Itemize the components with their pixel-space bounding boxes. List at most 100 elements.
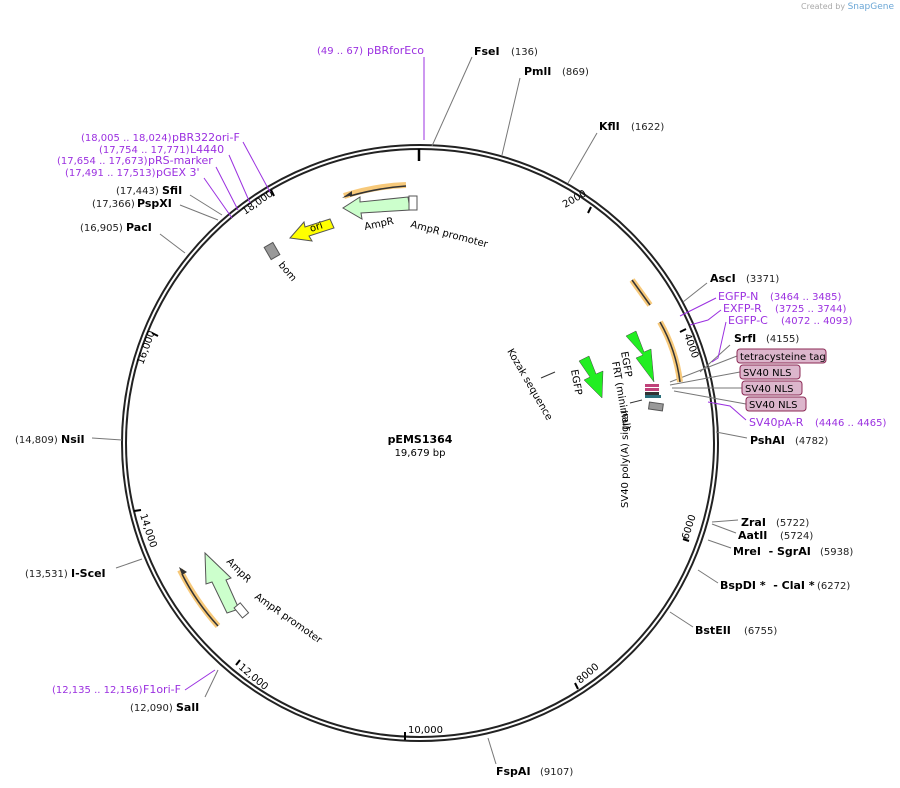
label-text: (1622) xyxy=(631,122,664,133)
kozak-leader xyxy=(540,371,556,379)
enzyme-bspdi-clai[interactable]: BspDI * - ClaI *(6272) xyxy=(720,579,850,592)
label-text: (4782) xyxy=(795,436,828,447)
tick-label-2000: 2000 xyxy=(561,188,589,210)
label-text: (18,005 .. 18,024) xyxy=(81,133,172,144)
enzyme-asci[interactable]: AscI (3371) xyxy=(710,272,779,285)
label-text: PacI xyxy=(126,221,152,234)
primer-sv40pa-r[interactable]: SV40pA-R(4446 .. 4465) xyxy=(749,416,887,429)
label-text: ZraI xyxy=(741,516,766,529)
feature-ampr-bottom[interactable] xyxy=(204,551,240,614)
label-text: (17,443) xyxy=(116,186,159,197)
enzyme-fspai[interactable]: FspAI(9107) xyxy=(496,765,573,778)
primer-prs-marker[interactable]: (17,654 .. 17,673)pRS-marker xyxy=(57,154,213,167)
enzyme-pspxi[interactable]: (17,366)PspXI xyxy=(92,197,172,210)
tick-label-10000: 10,000 xyxy=(408,725,443,736)
plasmid-name: pEMS1364 xyxy=(388,433,453,446)
label-text: (5722) xyxy=(776,518,809,529)
label-text: PspXI xyxy=(137,197,172,210)
label-text: (3464 .. 3485) xyxy=(770,292,842,303)
label-text: pRS-marker xyxy=(148,154,213,167)
primer-leader-lines xyxy=(184,57,747,691)
label-text: PmlI xyxy=(524,65,551,78)
feature-ampr-promoter-top[interactable] xyxy=(408,195,418,211)
label-text: (5938) xyxy=(820,547,853,558)
enzyme-pshai[interactable]: PshAI(4782) xyxy=(750,434,828,447)
enzyme-pmli[interactable]: PmlI (869) xyxy=(524,65,589,78)
feature-egfp-arrow-2[interactable] xyxy=(625,330,655,383)
backbone-outer xyxy=(121,144,719,742)
label-text: pBR322ori-F xyxy=(172,131,240,144)
label-ampr-bottom: AmpR xyxy=(224,556,253,585)
enzyme-nsii[interactable]: (14,809)NsiI xyxy=(15,433,85,446)
label-text: SalI xyxy=(176,701,199,714)
label-text: BspDI * - ClaI * xyxy=(720,579,815,592)
label-text: (136) xyxy=(511,47,538,58)
feature-sv40-nls-2[interactable]: SV40 NLS xyxy=(741,380,803,396)
label-text: AatII xyxy=(738,529,767,542)
feature-tetracysteine-tag[interactable]: tetracysteine tag xyxy=(736,348,827,364)
enzyme-zrai[interactable]: ZraI (5722) xyxy=(741,516,809,529)
enzyme-sfii[interactable]: (17,443)SfiI xyxy=(116,184,182,197)
label-sv40-polya: SV40 poly(A) signal xyxy=(620,410,631,508)
label-text: AscI xyxy=(710,272,736,285)
label-text: (16,905) xyxy=(80,223,123,234)
primer-exfp-r[interactable]: EXFP-R (3725 .. 3744) xyxy=(723,302,847,315)
enzyme-mrei-sgrai[interactable]: MreI - SgrAI(5938) xyxy=(733,545,853,558)
label-text: EGFP-C xyxy=(728,314,768,327)
primer-pbr322ori-f[interactable]: (18,005 .. 18,024)pBR322ori-F xyxy=(81,131,240,144)
primer-egfp-n[interactable]: EGFP-N(3464 .. 3485) xyxy=(718,290,842,303)
primer-l4440[interactable]: (17,754 .. 17,771)L4440 xyxy=(99,143,224,156)
label-text: SfiI xyxy=(162,184,182,197)
snapgene-credit: Created by SnapGene xyxy=(801,2,894,12)
feature-sv40-nls-1[interactable]: SV40 NLS xyxy=(739,364,801,380)
label-text: (3725 .. 3744) xyxy=(775,304,847,315)
label-text: FspAI xyxy=(496,765,531,778)
label-text: (12,090) xyxy=(130,703,173,714)
label-text: NsiI xyxy=(61,433,85,446)
label-text: (5724) xyxy=(780,531,813,542)
primer-bind-line-top xyxy=(349,185,407,197)
feature-ampr-promoter-bottom[interactable] xyxy=(233,602,250,619)
feature-ampr-top[interactable] xyxy=(342,196,411,220)
enzyme-paci[interactable]: (16,905)PacI xyxy=(80,221,152,234)
primer-pgex-3[interactable]: (17,491 .. 17,513)pGEX 3' xyxy=(65,166,200,179)
primer-f1ori-f[interactable]: (12,135 .. 12,156)F1ori-F xyxy=(52,683,181,696)
feature-ori[interactable] xyxy=(289,218,335,242)
label-ampr-top: AmpR xyxy=(363,216,395,233)
feature-frt-minimal[interactable] xyxy=(645,384,661,398)
enzyme-sali[interactable]: (12,090)SalI xyxy=(130,701,199,714)
label-text: SV40pA-R xyxy=(749,416,804,429)
label-text: (49 .. 67) xyxy=(317,46,363,57)
credit-prefix: Created by xyxy=(801,2,846,11)
label-text: FseI xyxy=(474,45,500,58)
primer-egfp-c[interactable]: EGFP-C(4072 .. 4093) xyxy=(728,314,853,327)
label-egfp-1: EGFP xyxy=(568,369,583,396)
label-text: KflI xyxy=(599,120,620,133)
enzyme-i-scei[interactable]: (13,531)I-SceI xyxy=(25,567,106,580)
label-text: I-SceI xyxy=(71,567,106,580)
label-text: (869) xyxy=(562,67,589,78)
label-text: (3371) xyxy=(746,274,779,285)
primer-pbrforeco[interactable]: (49 .. 67)pBRforEco xyxy=(317,44,424,57)
feature-egfp-arrow-1[interactable] xyxy=(578,355,604,399)
label-text: EXFP-R xyxy=(723,302,762,315)
tick-marks xyxy=(133,189,690,740)
label-egfp-2: EGFP xyxy=(618,351,633,378)
feature-sv40-polya[interactable] xyxy=(647,401,664,412)
label-text: BstEII xyxy=(695,624,731,637)
frt-leader xyxy=(629,399,643,404)
snapgene-logo: SnapGene xyxy=(847,2,894,12)
enzyme-srfi[interactable]: SrfI(4155) xyxy=(734,332,799,345)
primer-arrowhead-top xyxy=(342,191,357,198)
enzyme-leader-lines xyxy=(91,56,748,765)
enzyme-fsei[interactable]: FseI (136) xyxy=(474,45,538,58)
label-bom: bom xyxy=(276,260,299,284)
label-text: SV40 NLS xyxy=(749,400,798,411)
enzyme-aatii[interactable]: AatII (5724) xyxy=(738,529,813,542)
label-ampr-promoter-top: AmpR promoter xyxy=(409,219,489,250)
enzyme-bsteii[interactable]: BstEII(6755) xyxy=(695,624,777,637)
enzyme-kfli[interactable]: KflI (1622) xyxy=(599,120,664,133)
feature-bom[interactable] xyxy=(263,241,281,261)
feature-sv40-nls-3[interactable]: SV40 NLS xyxy=(745,396,807,412)
primer-arrowhead-bottom xyxy=(179,567,187,575)
